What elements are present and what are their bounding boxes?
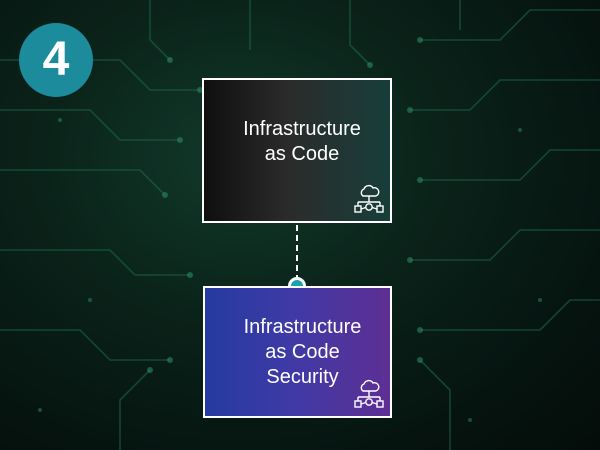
card-label-line: Infrastructure xyxy=(243,316,362,338)
card-label: Infrastructure as Code Security xyxy=(205,315,400,390)
card-label-line: Infrastructure xyxy=(243,118,361,140)
cloud-network-icon xyxy=(354,184,384,213)
card-label-line: Security xyxy=(266,366,339,388)
step-number-badge: 4 xyxy=(19,23,93,97)
dashed-connector xyxy=(296,225,298,281)
card-infrastructure-as-code-security: Infrastructure as Code Security xyxy=(203,286,392,418)
card-infrastructure-as-code: Infrastructure as Code xyxy=(202,78,392,223)
card-label-line: as Code xyxy=(264,143,340,165)
card-label-line: as Code xyxy=(265,341,340,363)
cloud-network-icon xyxy=(354,379,384,408)
card-label: Infrastructure as Code xyxy=(204,117,400,167)
